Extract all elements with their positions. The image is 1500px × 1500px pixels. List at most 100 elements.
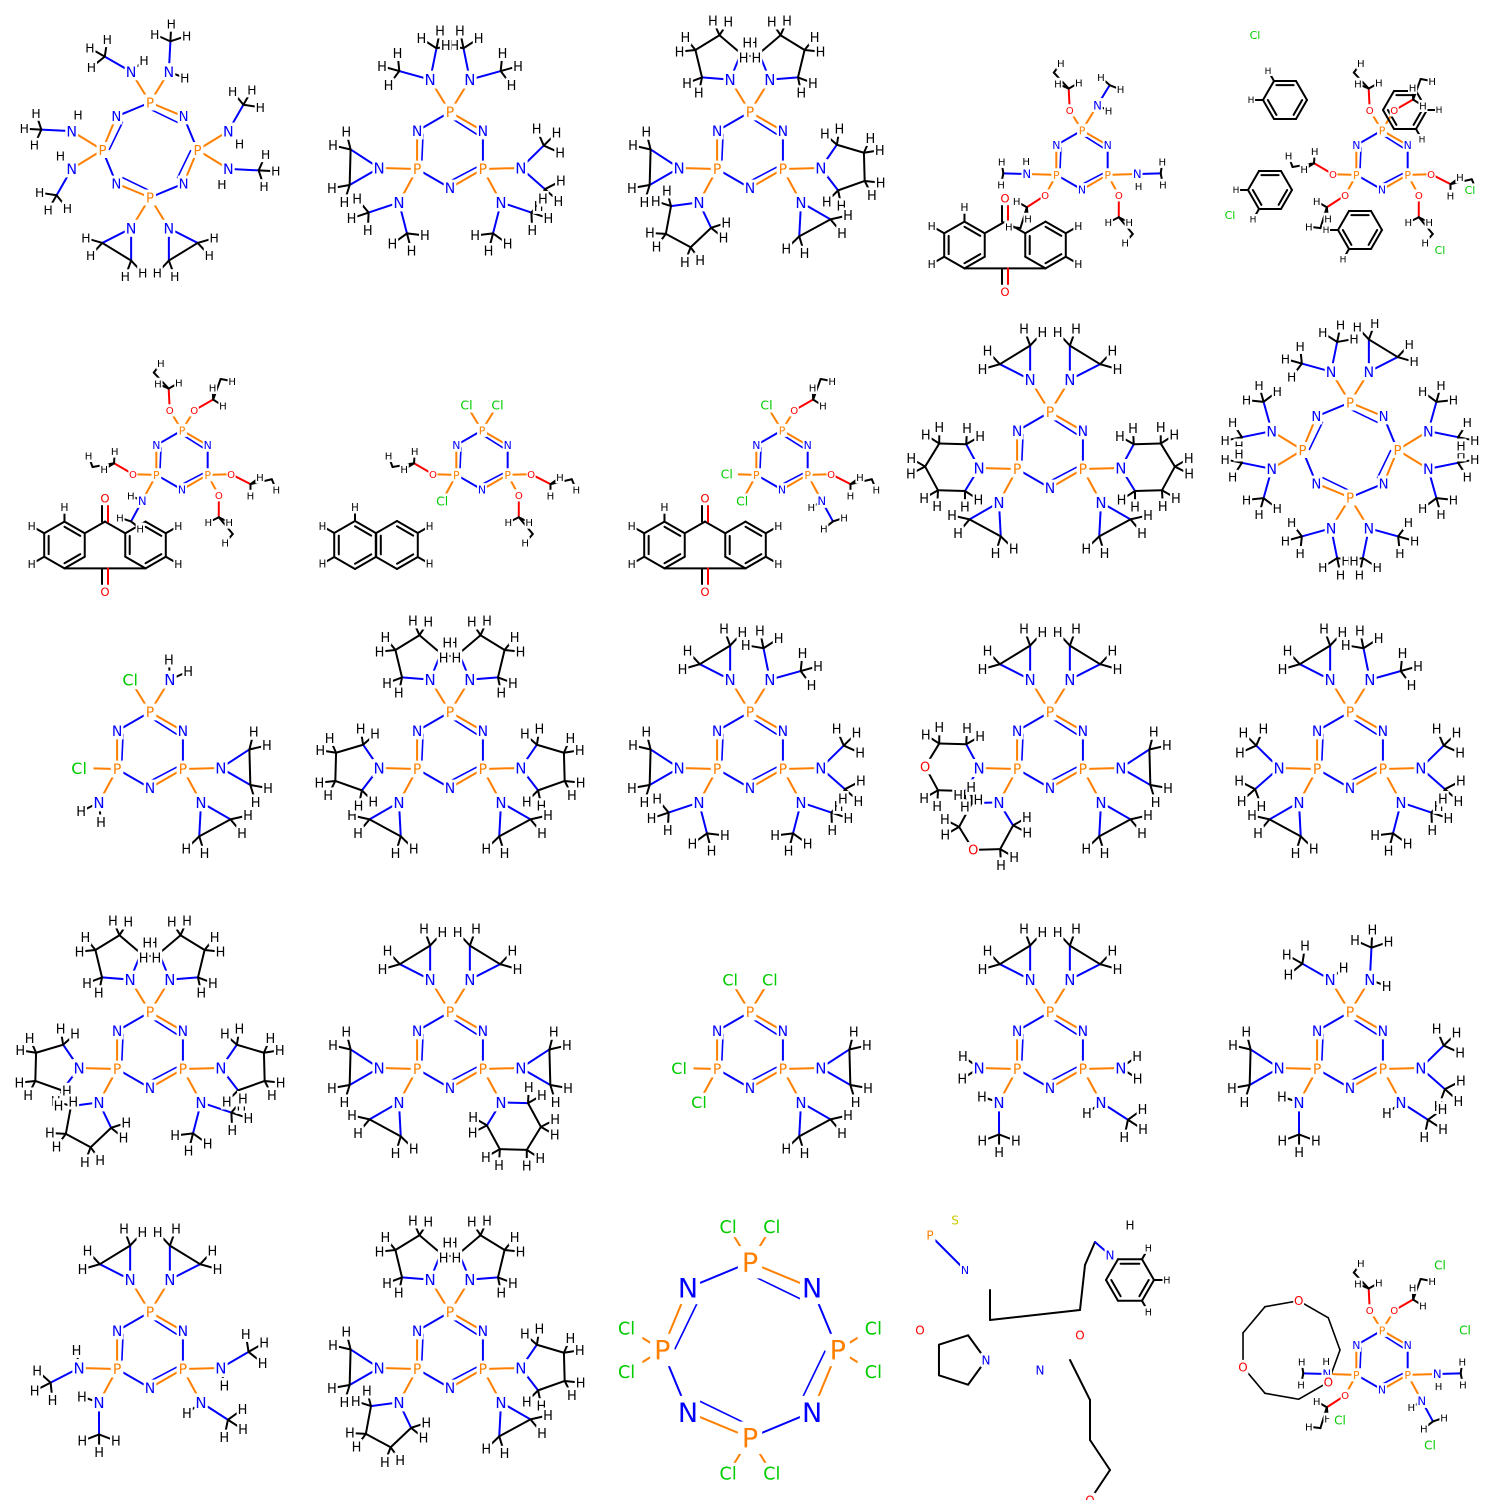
molecule-m24: HHHNHNPSNOOON (914, 1212, 1172, 1500)
atom-h-label: H (1449, 493, 1458, 507)
atom-h-label: H (651, 195, 661, 210)
atom-h-label: H (251, 796, 261, 811)
atom-h-label: H (85, 452, 93, 463)
atom-n-label: N (464, 671, 475, 689)
atom-h-label: H (1081, 543, 1091, 558)
atom-p-label: P (1379, 124, 1386, 137)
atom-h-label: H (810, 31, 820, 46)
atom-h-label: H (157, 359, 165, 370)
atom-h-label: H (1171, 492, 1181, 507)
atom-h-label: H (835, 123, 845, 138)
atom-p-label: P (413, 762, 421, 778)
atom-h-label: H (628, 139, 638, 154)
atom-n-label: N (1379, 477, 1389, 492)
atom-h-label: H (323, 789, 333, 804)
atom-h-label: H (834, 800, 844, 815)
atom-h-label: H (755, 624, 765, 639)
atom-h-label: H (1277, 1135, 1287, 1150)
atom-h-label: H (28, 558, 36, 571)
atom-h-label: H (1138, 1103, 1148, 1118)
atom-h-label: H (272, 486, 280, 497)
atom-n-label: N (1078, 184, 1086, 197)
atom-n-label: N (495, 1394, 506, 1412)
atom-h-label: H (225, 518, 233, 529)
atom-n-label: N (982, 1353, 991, 1367)
atom-h-label: H (385, 452, 393, 463)
atom-h-label: H (408, 614, 418, 629)
atom-n-label: N (1093, 98, 1102, 112)
atom-h-label: H (974, 793, 984, 808)
atom-n-label: N (973, 459, 984, 477)
atom-h-label: H (1350, 934, 1360, 949)
atom-p-label: P (1013, 1062, 1021, 1078)
atom-h-label: H (1455, 747, 1465, 762)
atom-h-label: H (1338, 626, 1348, 641)
atom-h-label: H (375, 1245, 385, 1260)
atom-h-label: H (1239, 727, 1249, 742)
atom-p-label: P (179, 1062, 187, 1078)
atom-n-label: N (1036, 1363, 1045, 1377)
atom-n-label: N (93, 1094, 104, 1112)
atom-h-label: H (521, 539, 529, 550)
atom-h-label: H (678, 663, 688, 678)
atom-h-label: H (319, 559, 327, 570)
atom-cl-label: Cl (618, 1363, 635, 1383)
atom-h-label: H (1019, 322, 1029, 337)
atom-o-label: O (1390, 1306, 1398, 1317)
atom-h-label: H (856, 775, 866, 790)
atom-h-label: H (782, 14, 792, 29)
atom-h-label: H (1234, 439, 1243, 453)
atom-o-label: O (1366, 106, 1374, 117)
atom-h-label: H (394, 1287, 404, 1302)
atom-h-label: H (645, 227, 655, 242)
atom-h-label: H (209, 384, 217, 395)
atom-h-label: H (1436, 106, 1443, 116)
atom-h-label: H (494, 1159, 504, 1174)
atom-o-label: O (1341, 1391, 1349, 1402)
atom-h-label: H (1419, 136, 1426, 146)
atom-cl-label: Cl (720, 1218, 737, 1238)
atom-h-label: H (276, 1076, 286, 1091)
atom-h-label: H (816, 45, 826, 60)
atom-h-label: H (1053, 926, 1063, 941)
atom-n-label: N (504, 439, 512, 452)
atom-h-label: H (180, 71, 189, 85)
atom-h-label: H (721, 217, 731, 232)
atom-o-label: O (1075, 1328, 1084, 1342)
atom-h-label: H (1071, 322, 1081, 337)
atom-h-label: H (798, 647, 808, 662)
atom-h-label: H (919, 792, 929, 807)
atom-h-label: H (1440, 1413, 1448, 1424)
atom-o-label: O (790, 406, 798, 417)
atom-h-label: H (468, 1126, 478, 1141)
atom-p-label: P (1298, 444, 1306, 459)
atom-h-label: H (534, 200, 544, 215)
atom-h-label: H (1163, 782, 1173, 797)
atom-h-label: H (628, 520, 636, 533)
atom-n-label: N (464, 71, 475, 89)
atom-h-label: H (849, 1026, 859, 1041)
atom-h-label: H (1228, 416, 1237, 430)
atom-h-label: H (482, 614, 492, 629)
atom-n-label: N (425, 1271, 436, 1289)
atom-h-label: H (1273, 502, 1282, 516)
atom-h-label: H (708, 14, 718, 29)
atom-p-label: P (1379, 1062, 1387, 1078)
atom-h-label: H (45, 1127, 55, 1142)
atom-n-label: N (1352, 1339, 1360, 1352)
atom-h-label: H (1113, 663, 1123, 678)
atom-n-label: N (425, 971, 436, 989)
atom-h-label: H (1125, 218, 1133, 229)
atom-h-label: H (1281, 352, 1290, 366)
atom-p-label: P (1313, 762, 1321, 778)
atom-p-label: P (1379, 762, 1387, 778)
atom-n-label: N (1378, 184, 1386, 197)
atom-h-label: H (1395, 547, 1404, 561)
atom-h-label: H (1463, 471, 1472, 485)
atom-n-label: N (126, 65, 137, 81)
atom-h-label: H (652, 240, 662, 255)
atom-h-label: H (1367, 923, 1377, 938)
atom-n-label: N (745, 181, 755, 197)
